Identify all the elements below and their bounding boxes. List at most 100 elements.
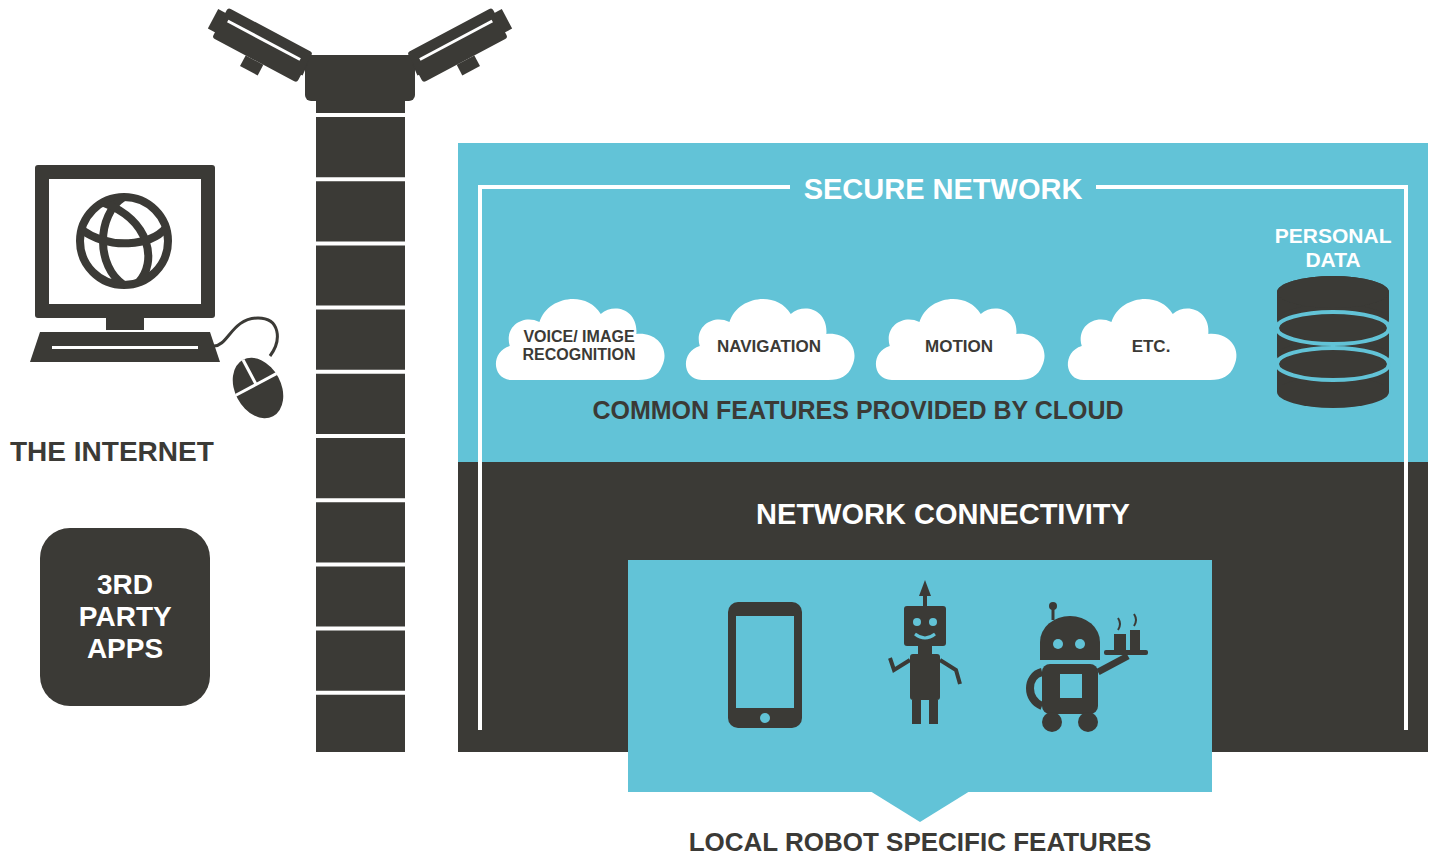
local-features-box-outline-part [929,700,938,724]
database: PERSONAL DATA [1256,222,1410,412]
node-text: VOICE/ IMAGE RECOGNITION [523,328,636,365]
caption-label: COMMON FEATURES PROVIDED BY CLOUD [592,396,1123,425]
camera-left-part [208,9,227,33]
node-text: 3RD PARTY APPS [79,569,171,666]
local-features-box-outline-part [1053,639,1063,649]
local-features-box-outline-part [760,713,770,723]
computer-icon-part [243,360,256,385]
cloud-shape: ETC. [1062,288,1240,382]
surveillance-pillar-part [316,98,405,752]
node-text: MOTION [925,337,993,357]
local-features-box-outline-part [1042,664,1098,714]
cloud-shape-outline-part [1068,299,1237,380]
surveillance-pillar-part [305,55,415,101]
database-outline-part [1277,276,1389,308]
computer-icon-part [223,349,294,427]
cloud-shape-outline-part [496,299,665,380]
surveillance-pillar-part [316,115,405,693]
local-features-box-outline-part [1114,634,1126,650]
local-features-box-outline-part [628,560,1212,792]
app-box: 3RD PARTY APPS [40,528,210,706]
local-features-box-outline-part [1030,672,1042,706]
surveillance-pillar-part [316,306,405,310]
computer-icon-part [106,318,144,330]
database-outline-part [1277,276,1389,308]
camera-right-part [420,21,492,59]
database-outline-part [1277,312,1389,344]
node-text: NAVIGATION [717,337,821,357]
computer-icon-part [214,318,277,356]
surveillance-pillar-part [316,434,405,438]
cloud-shape-outline [680,288,858,382]
camera-right-part [493,9,512,33]
computer-icon-part [35,165,215,318]
text-block: 3RD PARTY APPS [79,569,171,666]
camera-left-part [228,21,300,59]
section-label: THE INTERNET [10,436,214,468]
camera-left-part [240,55,263,75]
computer-icon-part [49,179,201,304]
surveillance-pillar-part [316,627,405,631]
computer-icon-part [80,197,168,285]
text-block: VOICE/ IMAGE RECOGNITION [523,328,636,365]
node-text: SECURE NETWORK [790,173,1097,206]
surveillance-pillar-part [316,562,405,566]
camera-left [199,4,312,93]
node-text: LOCAL ROBOT SPECIFIC FEATURES [689,828,1152,858]
local-features-box-outline-part [1042,712,1062,732]
local-features-box-outline-part [1118,614,1136,630]
local-features-box-outline-part [913,618,921,626]
text-block: SECURE NETWORK [790,173,1097,206]
surveillance-pillar-part [316,241,405,245]
camera-right-part [457,55,480,75]
local-features-box-outline-part [918,646,932,654]
text-block: PERSONAL DATA [1275,224,1391,272]
computer-icon-part [52,346,198,349]
local-features-box-outline [628,560,1212,858]
local-features-box-outline-part [870,791,970,822]
surveillance-pillar-part [316,498,405,502]
local-features-box-outline-part [919,580,931,596]
database-outline-part [1277,348,1389,380]
local-features-box-outline-part [912,700,921,724]
cloud-shape: NAVIGATION [680,288,858,382]
local-features-box-outline-part [736,616,794,708]
cloud-shape-outline-part [686,299,855,380]
computer-icon-part [82,228,166,243]
local-features-box-outline-part [728,580,1148,732]
surveillance-pillar-part [316,370,405,374]
local-features-box-outline-part [904,606,946,646]
secure-network-panel-outline-part [480,187,1406,462]
cloud-shape-outline [870,288,1048,382]
local-features-box-outline-part [1075,639,1085,649]
text-block: MOTION [925,337,993,357]
local-features-box-outline-part [1130,630,1140,650]
local-features-box-outline-part [915,634,935,638]
surveillance-pillar-part [316,113,405,117]
cloud-shape-outline [1062,288,1240,382]
text-block: ETC. [1132,337,1171,357]
database-outline-part [1277,276,1389,408]
computer-icon-part [80,197,168,285]
local-features-box-outline-part [1049,602,1057,610]
node-text: NETWORK CONNECTIVITY [756,498,1130,531]
node-text: ETC. [1132,337,1171,357]
cloud-shape: VOICE/ IMAGE RECOGNITION [490,288,668,382]
local-features-box: LOCAL ROBOT SPECIFIC FEATURES [628,560,1212,858]
local-features-box-outline-part [910,654,940,700]
local-features-box-outline-part [1098,656,1128,672]
computer-icon-part [30,332,220,362]
camera-right-part [407,8,508,83]
node-text: PERSONAL DATA [1275,224,1391,272]
local-features-box-outline-part [890,658,960,684]
cloud-shape-outline-part [876,299,1045,380]
text-block: NAVIGATION [717,337,821,357]
local-features-box-outline-part [1060,674,1082,698]
local-features-box-outline-part [728,602,802,728]
camera-left-part [212,8,313,83]
computer-icon [30,165,293,427]
surveillance-pillar-part [316,691,405,695]
local-features-box-outline-part [1040,616,1100,660]
local-features-box-outline-part [929,618,937,626]
